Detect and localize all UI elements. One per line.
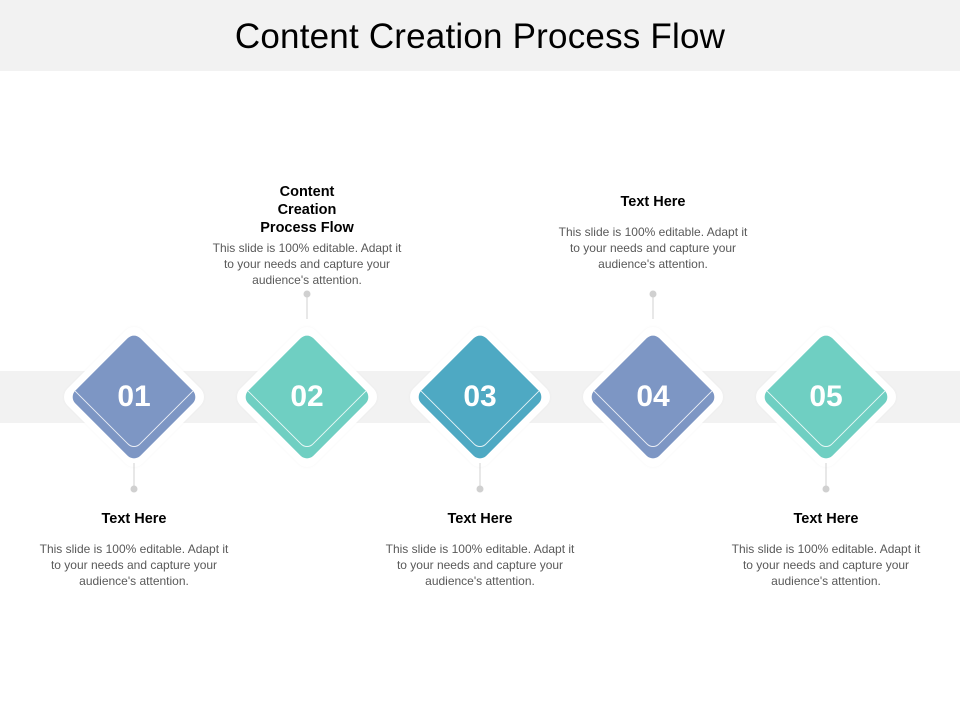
step-text-block: Text Here This slide is 100% editable. A… (548, 193, 758, 272)
step-heading: Text Here (793, 511, 859, 527)
step-text-block: Content Creation Process Flow This slide… (202, 183, 412, 288)
connector-line (825, 463, 827, 487)
step-description: This slide is 100% editable. Adapt it to… (731, 542, 921, 588)
step-description: This slide is 100% editable. Adapt it to… (39, 542, 229, 588)
connector-line (133, 463, 135, 487)
step-number: 02 (290, 380, 324, 413)
connector-dot (649, 290, 657, 298)
step-description: This slide is 100% editable. Adapt it to… (558, 225, 748, 271)
connector-line (306, 294, 308, 319)
step-description: This slide is 100% editable. Adapt it to… (212, 241, 402, 287)
connector-dot (130, 485, 138, 493)
connector-line (652, 294, 654, 319)
connector-dot (303, 290, 311, 298)
step-number: 04 (636, 380, 670, 413)
step-description: This slide is 100% editable. Adapt it to… (385, 542, 575, 588)
step-number: 01 (117, 380, 151, 413)
step-heading: Text Here (447, 511, 513, 527)
title-bar: Content Creation Process Flow (0, 0, 960, 71)
connector-dot (476, 485, 484, 493)
slide-title: Content Creation Process Flow (234, 16, 726, 56)
step-text-block: Text Here This slide is 100% editable. A… (29, 510, 239, 589)
step-text-block: Text Here This slide is 100% editable. A… (721, 510, 931, 589)
step-heading: Text Here (620, 194, 686, 210)
connector-dot (822, 485, 830, 493)
step-text-block: Text Here This slide is 100% editable. A… (375, 510, 585, 589)
step-heading: Content Creation Process Flow (260, 184, 354, 236)
step-heading: Text Here (101, 511, 167, 527)
step-number: 05 (809, 380, 843, 413)
connector-line (479, 463, 481, 487)
step-number: 03 (463, 380, 497, 413)
